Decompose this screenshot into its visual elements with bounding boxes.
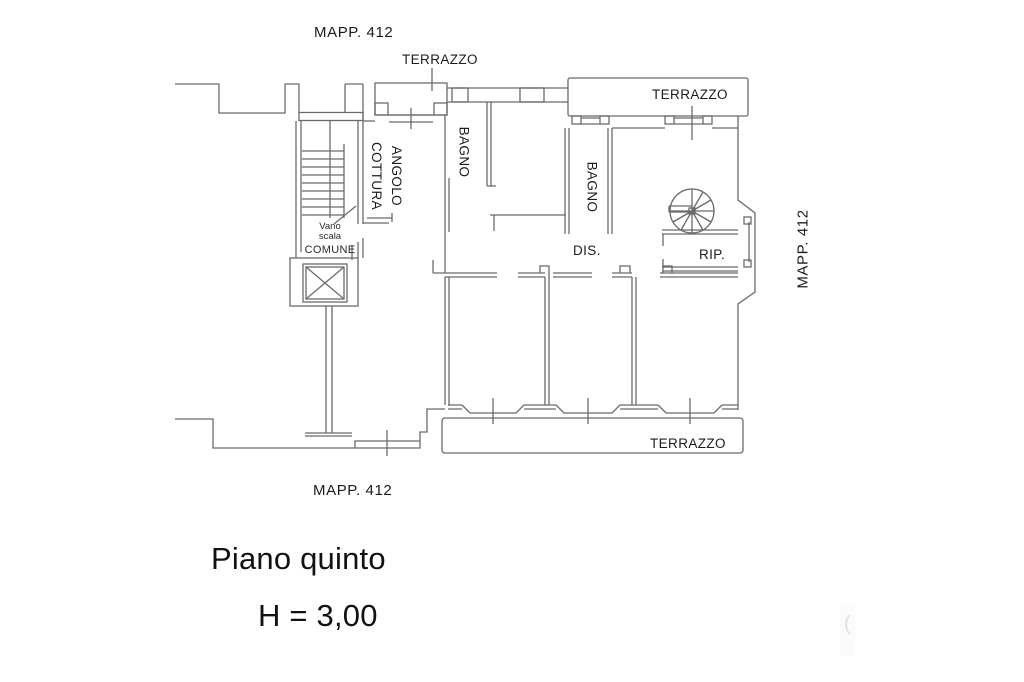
label-terrazzo-top: TERRAZZO [402, 52, 478, 67]
interior-walls-upper [367, 102, 738, 273]
east-wall-bay [737, 116, 756, 410]
label-dis: DIS. [573, 243, 601, 258]
label-vano-scala-comune: Vano scala COMUNE [300, 221, 360, 256]
caption-floor-height: H = 3,00 [258, 598, 378, 633]
label-comune: COMUNE [304, 244, 356, 256]
wall-below-stairwell [305, 306, 352, 437]
bottom-rooms-walls [444, 277, 738, 424]
label-angolo: ANGOLO [389, 145, 404, 207]
label-scala: scala [318, 231, 342, 242]
spiral-staircase-icon [668, 188, 715, 234]
corridor-walls [432, 260, 738, 278]
label-mapp-412-top: MAPP. 412 [314, 24, 394, 41]
outline-top-left [175, 83, 364, 121]
scan-artifact: ( [840, 605, 855, 656]
bottom-terrace [441, 417, 744, 454]
filled-wall-segment [298, 111, 364, 122]
label-terrazzo-top-right: TERRAZZO [652, 87, 728, 102]
outline-bottom-left [175, 408, 445, 456]
label-cottura: COTTURA [369, 141, 384, 211]
label-terrazzo-bottom: TERRAZZO [650, 436, 726, 451]
top-right-terrace [567, 77, 749, 140]
label-mapp-412-bottom: MAPP. 412 [313, 482, 393, 499]
elevator-shaft-icon [289, 245, 359, 307]
stair-treads-icon [302, 121, 357, 225]
north-wall-windows [447, 87, 568, 103]
label-rip: RIP. [699, 247, 726, 262]
top-balcony-terrace [374, 68, 448, 129]
caption-floor-name: Piano quinto [211, 541, 386, 576]
label-vano: Vano [319, 221, 341, 232]
stairwell-walls [295, 120, 389, 258]
